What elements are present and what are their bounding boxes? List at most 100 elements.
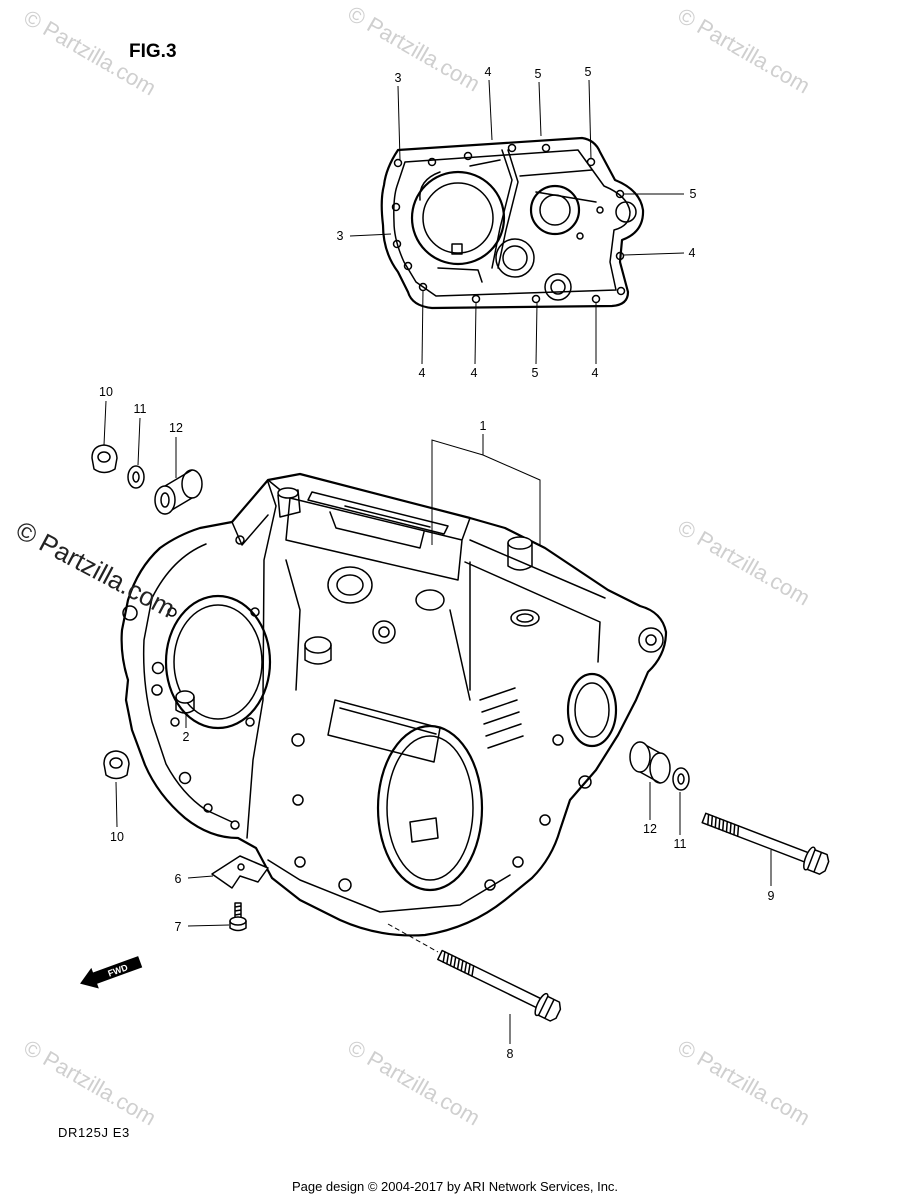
callout-4[interactable]: 4 bbox=[471, 366, 478, 380]
engine-mount-hole bbox=[645, 634, 657, 646]
leader-line bbox=[349, 233, 392, 237]
bolt-hole bbox=[392, 239, 402, 249]
callout-2[interactable]: 2 bbox=[183, 730, 190, 744]
callout-3[interactable]: 3 bbox=[337, 229, 344, 243]
bolt-hole bbox=[471, 294, 481, 304]
bolt-head bbox=[806, 849, 830, 875]
watermark: © Partzilla.com bbox=[20, 1035, 161, 1131]
bolt-hole bbox=[615, 251, 625, 261]
leader-line bbox=[115, 781, 118, 828]
main-callouts: 10 11 12 1 2 10 6 7 12 11 9 8 bbox=[99, 385, 774, 1061]
cap-nut-face bbox=[97, 451, 111, 463]
callout-5[interactable]: 5 bbox=[585, 65, 592, 79]
part-10-cap-nut bbox=[103, 750, 130, 780]
arrow-left-icon bbox=[80, 956, 143, 989]
callout-8[interactable]: 8 bbox=[507, 1047, 514, 1061]
bolt-hole bbox=[578, 775, 592, 789]
callout-5[interactable]: 5 bbox=[690, 187, 697, 201]
left-case-rim bbox=[142, 543, 233, 823]
crankshaft-bore-left bbox=[164, 594, 272, 730]
screw-head-top bbox=[229, 916, 247, 926]
bracket-hole bbox=[237, 863, 245, 871]
loose-parts bbox=[91, 444, 830, 1022]
leader-line bbox=[588, 79, 592, 160]
crankcase-outline bbox=[120, 472, 668, 937]
inset-bearing-bore-inner bbox=[539, 194, 571, 226]
bolt-hole bbox=[294, 856, 306, 868]
callout-12[interactable]: 12 bbox=[169, 421, 183, 435]
right-case-ribs bbox=[479, 687, 524, 749]
bolt-hole bbox=[576, 232, 584, 240]
inset-internal-wall bbox=[497, 149, 519, 269]
callout-12[interactable]: 12 bbox=[643, 822, 657, 836]
forward-arrow: FWD bbox=[80, 956, 143, 989]
crankshaft-bore-left-inner bbox=[173, 604, 263, 720]
bolt-hole bbox=[539, 814, 551, 826]
part-7-screw bbox=[229, 902, 247, 932]
inset-small-bore bbox=[544, 273, 572, 301]
callout-4[interactable]: 4 bbox=[592, 366, 599, 380]
bolt-hole bbox=[151, 684, 163, 696]
callout-7[interactable]: 7 bbox=[175, 920, 182, 934]
callout-9[interactable]: 9 bbox=[768, 889, 775, 903]
inset-shaft-bore-inner bbox=[502, 245, 528, 271]
bolt-hole bbox=[235, 535, 245, 545]
bolt-hole bbox=[151, 661, 165, 675]
callout-5[interactable]: 5 bbox=[535, 67, 542, 81]
callout-10[interactable]: 10 bbox=[110, 830, 124, 844]
callout-5[interactable]: 5 bbox=[532, 366, 539, 380]
callout-11[interactable]: 11 bbox=[674, 837, 687, 851]
callout-3[interactable]: 3 bbox=[395, 71, 402, 85]
callout-4[interactable]: 4 bbox=[419, 366, 426, 380]
figure-title: FIG.3 bbox=[129, 41, 177, 62]
cylinder-stud-hole-inner bbox=[336, 574, 364, 596]
callout-4[interactable]: 4 bbox=[485, 65, 492, 79]
crankcase-bolt-holes bbox=[122, 535, 592, 892]
part-6-bracket bbox=[211, 855, 269, 889]
callout-4[interactable]: 4 bbox=[689, 246, 696, 260]
leader-line bbox=[538, 81, 542, 137]
callout-1[interactable]: 1 bbox=[480, 419, 487, 433]
callout-10[interactable]: 10 bbox=[99, 385, 113, 399]
leader-bracket bbox=[431, 434, 541, 545]
bolt-hole bbox=[586, 157, 596, 167]
part-11-washer bbox=[127, 465, 145, 489]
footer-copyright: Page design © 2004-2017 by ARI Network S… bbox=[292, 1179, 618, 1194]
cylinder-stud-hole bbox=[327, 566, 373, 604]
callout-11[interactable]: 11 bbox=[134, 402, 147, 416]
right-bearing-bore bbox=[566, 672, 618, 748]
case-ribs bbox=[285, 559, 471, 701]
watermark: © Partzilla.com bbox=[674, 1035, 815, 1131]
bolt-hole bbox=[427, 157, 437, 167]
inset-internal-wall bbox=[491, 149, 513, 269]
bolt-hole bbox=[203, 803, 213, 813]
leader-line bbox=[187, 875, 214, 879]
washer-outer bbox=[672, 767, 690, 791]
stud-boss-body bbox=[304, 644, 332, 665]
bolt-hole bbox=[292, 794, 304, 806]
leader-line bbox=[623, 252, 685, 256]
oil-hole bbox=[510, 609, 540, 627]
engine-mount-boss bbox=[638, 627, 664, 653]
bolt-shaft bbox=[701, 812, 812, 864]
bolt-hole bbox=[250, 607, 260, 617]
inset-outline bbox=[380, 136, 645, 310]
leader-line bbox=[488, 79, 493, 141]
bolt-hole bbox=[230, 820, 240, 830]
leader-line bbox=[103, 400, 107, 446]
bolt-hole bbox=[531, 294, 541, 304]
cylinder-deck-front bbox=[267, 479, 471, 581]
watermark: © Partzilla.com bbox=[344, 1, 485, 97]
oil-filler-boss bbox=[507, 542, 533, 571]
watermark: © Partzilla.com bbox=[674, 515, 815, 611]
callout-6[interactable]: 6 bbox=[175, 872, 182, 886]
bolt-hole bbox=[393, 158, 403, 168]
bracket-plate bbox=[211, 855, 269, 889]
watermark: © Partzilla.com bbox=[344, 1035, 485, 1131]
part-10-cap-nut bbox=[91, 444, 118, 474]
cap-nut-face bbox=[109, 757, 123, 769]
part-12-bushing bbox=[629, 741, 671, 784]
leader-line bbox=[137, 417, 141, 466]
bolt-hole bbox=[291, 733, 305, 747]
